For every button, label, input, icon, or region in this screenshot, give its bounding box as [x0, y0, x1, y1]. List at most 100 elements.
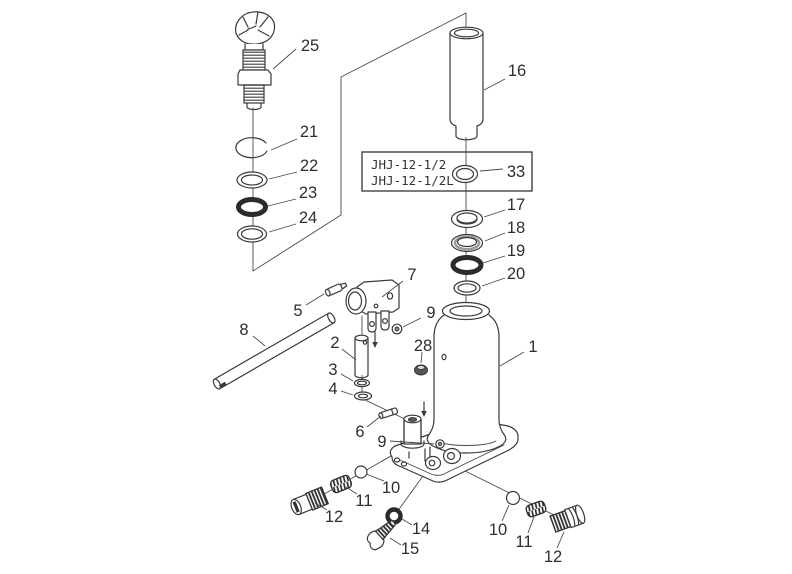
plunger-2 [354, 334, 369, 379]
ring-4 [353, 391, 373, 401]
callout-leader [270, 138, 298, 151]
callout-4: 4 [328, 380, 337, 398]
callout-3: 3 [328, 361, 337, 379]
plug-28 [414, 364, 428, 376]
washer-24 [236, 225, 268, 243]
callout-leader [481, 277, 506, 287]
callout-8: 8 [239, 321, 248, 339]
callout-leader [267, 198, 297, 207]
callout-leader [341, 348, 357, 361]
valve-15 [366, 520, 396, 551]
callout-leader [340, 390, 354, 396]
callout-11-left: 11 [355, 492, 372, 510]
plug-12-right [549, 504, 586, 533]
valve-train-left [290, 465, 368, 516]
ball-10-left [354, 465, 368, 479]
callout-leader [482, 255, 506, 264]
o-ring-23 [236, 197, 268, 217]
o-ring-19 [450, 255, 484, 275]
pump-body-7 [345, 279, 400, 333]
callout-10-right: 10 [489, 521, 507, 539]
callout-leaders [252, 48, 565, 549]
snap-ring-21 [235, 137, 268, 159]
callout-labels: 25 21 22 23 24 16 33 17 18 19 20 7 5 8 9… [239, 37, 562, 566]
callout-leader [252, 335, 266, 347]
callout-leader [402, 317, 422, 328]
pump-mount [378, 401, 462, 471]
callout-leader [501, 504, 510, 522]
pump-assembly [212, 279, 428, 401]
valve-train-right [505, 490, 586, 533]
callout-10-left: 10 [382, 479, 400, 497]
callout-16: 16 [508, 62, 526, 80]
callout-6: 6 [355, 423, 364, 441]
callout-leader [483, 78, 506, 91]
callout-14: 14 [412, 520, 430, 538]
pin-5 [324, 282, 348, 297]
plug-12-left [290, 486, 330, 516]
ring-33 [451, 164, 479, 184]
callout-leader [499, 351, 525, 367]
callout-5: 5 [293, 302, 302, 320]
spring-11-right [525, 500, 547, 518]
handle-8 [212, 312, 336, 390]
callout-12-right: 12 [544, 548, 562, 566]
callout-2: 2 [330, 334, 339, 352]
washer-20 [453, 280, 481, 296]
callout-22: 22 [300, 157, 318, 175]
washer-22 [236, 171, 268, 189]
callout-leader [365, 473, 385, 482]
callout-9b: 9 [377, 433, 386, 451]
callout-leader [305, 293, 325, 306]
callout-leader [483, 209, 506, 218]
filler-hole [441, 353, 447, 361]
nut-9a [391, 323, 403, 335]
ball-10-right [505, 490, 521, 506]
callout-9a: 9 [426, 304, 435, 322]
callout-leader [389, 537, 402, 546]
callout-20: 20 [507, 265, 525, 283]
callout-21: 21 [300, 123, 318, 141]
callout-leader [340, 373, 354, 382]
assembly-arrow [372, 331, 378, 348]
callout-leader [556, 531, 565, 549]
release-valve-25 [235, 11, 276, 111]
callout-leader [381, 280, 404, 298]
callout-leader [268, 223, 297, 233]
assembly-arrow [421, 401, 427, 417]
spring-11-left [329, 474, 353, 494]
callout-leader [366, 415, 382, 428]
callout-leader [268, 171, 298, 180]
model-line-2: JHJ-12-1/2L [371, 173, 454, 188]
packing-18 [450, 233, 484, 253]
callout-19: 19 [507, 242, 525, 260]
model-box: JHJ-12-1/2 JHJ-12-1/2L [361, 151, 533, 192]
callout-25: 25 [301, 37, 319, 55]
callout-leader [420, 351, 423, 364]
callout-15: 15 [401, 540, 419, 558]
callout-leader [484, 232, 506, 242]
callout-leader [314, 502, 328, 511]
callout-24: 24 [299, 209, 317, 227]
callout-12-left: 12 [325, 508, 343, 526]
callout-11-right: 11 [515, 533, 532, 551]
model-line-1: JHJ-12-1/2 [371, 157, 446, 172]
callout-33: 33 [507, 163, 525, 181]
callout-leader [401, 518, 413, 526]
ram-16 [449, 26, 484, 141]
packing-17 [450, 209, 484, 229]
callout-leader [272, 48, 297, 70]
callout-1: 1 [528, 338, 537, 356]
callout-leader [479, 168, 504, 172]
cylinder-body [426, 301, 507, 454]
ring-3 [353, 378, 371, 388]
callout-18: 18 [507, 219, 525, 237]
callout-7: 7 [407, 266, 416, 284]
callout-leader [527, 516, 535, 534]
callout-leader [389, 440, 435, 445]
pin-6 [378, 407, 399, 420]
callout-23: 23 [299, 184, 317, 202]
callout-17: 17 [507, 196, 525, 214]
